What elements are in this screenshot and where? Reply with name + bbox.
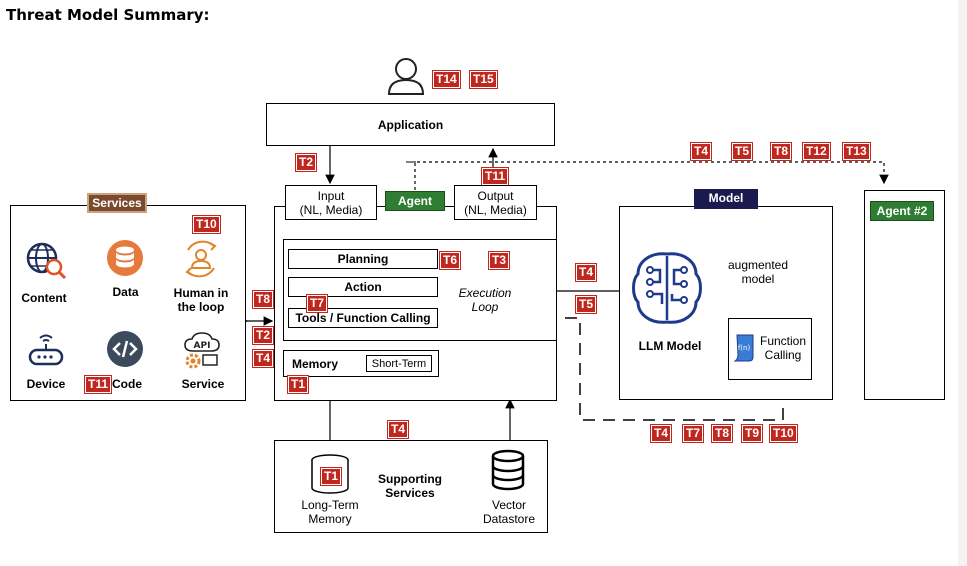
agent2-box xyxy=(864,190,945,400)
action-label: Action xyxy=(344,280,382,294)
planning-label: Planning xyxy=(337,252,389,266)
agent-badge: Agent xyxy=(385,191,445,211)
memory-box: Memory Short-Term xyxy=(283,350,439,377)
function-calling-box: f(n) Function Calling xyxy=(728,318,812,380)
tag-t2-left: T2 xyxy=(253,327,274,344)
scrollbar-track[interactable] xyxy=(958,0,967,566)
globe-search-icon xyxy=(26,242,67,280)
tag-t9-bottom: T9 xyxy=(742,425,763,442)
tag-t3: T3 xyxy=(489,252,510,269)
tag-t1-memory: T1 xyxy=(288,376,309,393)
tag-t4-support: T4 xyxy=(388,421,409,438)
output-box: Output (NL, Media) xyxy=(454,185,537,220)
services-service-label: Service xyxy=(181,377,225,391)
tag-t6: T6 xyxy=(440,252,461,269)
long-term-memory-label: Long-Term Memory xyxy=(301,498,359,526)
services-tab: Services xyxy=(87,193,147,213)
tag-t8-bottom: T8 xyxy=(712,425,733,442)
tools-label: Tools / Function Calling xyxy=(295,311,431,325)
llm-model-label: LLM Model xyxy=(638,339,702,353)
services-content-label: Content xyxy=(21,291,67,305)
database-icon xyxy=(107,240,143,276)
application-box: Application xyxy=(266,103,555,146)
svg-text:f(n): f(n) xyxy=(738,344,751,352)
tools-box: Tools / Function Calling xyxy=(288,308,438,328)
tag-t2-input: T2 xyxy=(296,154,317,171)
tag-t11-code: T11 xyxy=(85,376,112,393)
tag-t10-bottom: T10 xyxy=(770,425,797,442)
application-label: Application xyxy=(377,117,444,132)
tag-t8-left: T8 xyxy=(253,291,274,308)
tag-t4-top: T4 xyxy=(691,143,712,160)
execution-loop-label: Execution Loop xyxy=(458,286,512,314)
llm-brain-icon xyxy=(632,252,702,324)
agent2-badge: Agent #2 xyxy=(870,201,934,221)
tag-t5-right: T5 xyxy=(576,296,597,313)
input-label: Input (NL, Media) xyxy=(299,189,363,217)
tag-t10-services: T10 xyxy=(193,216,220,233)
tag-t7-bottom: T7 xyxy=(683,425,704,442)
services-human-loop-label: Human in the loop xyxy=(173,286,229,314)
tag-t14: T14 xyxy=(433,71,460,88)
tag-t5-top: T5 xyxy=(732,143,753,160)
memory-label: Memory xyxy=(292,357,339,371)
augmented-model-label: augmented model xyxy=(727,258,789,286)
svg-text:API: API xyxy=(194,341,211,351)
services-device-label: Device xyxy=(26,377,66,391)
planning-box: Planning xyxy=(288,249,438,269)
page-title: Threat Model Summary: xyxy=(6,6,210,24)
short-term-box: Short-Term xyxy=(366,355,432,372)
function-calling-label: Function Calling xyxy=(759,334,807,362)
vector-datastore-icon xyxy=(491,449,525,491)
router-icon xyxy=(28,334,64,366)
supporting-services-label: Supporting Services xyxy=(378,472,442,500)
model-tab: Model xyxy=(694,189,758,209)
api-gear-icon: API xyxy=(184,332,220,369)
output-label: Output (NL, Media) xyxy=(464,189,527,217)
short-term-label: Short-Term xyxy=(371,357,427,370)
human-loop-icon xyxy=(185,240,217,278)
vector-datastore-label: Vector Datastore xyxy=(482,498,536,526)
action-box: Action xyxy=(288,277,438,297)
code-icon xyxy=(107,331,143,367)
tag-t15: T15 xyxy=(470,71,497,88)
tag-t12-top: T12 xyxy=(803,143,830,160)
function-scroll-icon: f(n) xyxy=(733,334,754,362)
input-box: Input (NL, Media) xyxy=(285,185,377,220)
tag-t7: T7 xyxy=(307,295,328,312)
tag-t11-output: T11 xyxy=(482,168,509,185)
tag-t4-right: T4 xyxy=(576,264,597,281)
user-icon xyxy=(387,58,425,95)
services-code-label: Code xyxy=(112,377,142,391)
tag-t4-left: T4 xyxy=(253,350,274,367)
tag-t4-bottom: T4 xyxy=(651,425,672,442)
agent-to-agent2-dotted xyxy=(414,161,889,190)
tag-t8-top: T8 xyxy=(771,143,792,160)
tag-t1-longterm: T1 xyxy=(321,468,342,485)
tag-t13-top: T13 xyxy=(843,143,870,160)
services-data-label: Data xyxy=(112,285,139,299)
